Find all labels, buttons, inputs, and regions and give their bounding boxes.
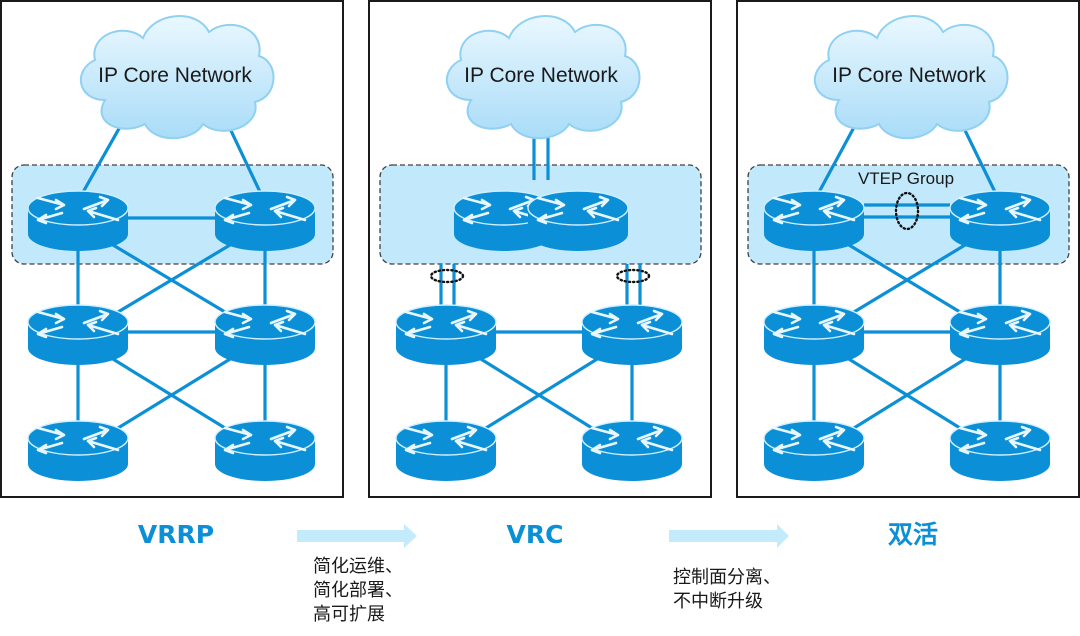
router-icon-mid-left-vrc <box>395 304 497 365</box>
link-cross-3 <box>475 354 593 430</box>
cloud-label-vrrp: IP Core Network <box>98 64 252 87</box>
transition-1-benefit-3: 高可扩展 <box>313 604 385 625</box>
link-bundle-marker-0 <box>429 268 465 284</box>
router-icon-core-right-active-active <box>949 190 1051 251</box>
vtep-bundle-marker <box>894 191 920 231</box>
link-bundle-marker-1 <box>615 268 651 284</box>
transition-2-benefit-1: 控制面分离、 <box>673 567 781 588</box>
router-icon-bottom-right-vrrp <box>214 420 316 481</box>
router-icon-core-right-vrrp <box>214 190 316 251</box>
router-icon-mid-right-vrrp <box>214 304 316 365</box>
cloud-icon-active-active <box>813 15 1009 140</box>
link-cross-3 <box>843 354 961 430</box>
router-icon-mid-left-vrrp <box>27 304 129 365</box>
arrow-right-icon <box>297 524 417 548</box>
router-icon-bottom-left-vrrp <box>27 420 129 481</box>
router-icon-mid-left-active-active <box>763 304 865 365</box>
link-cross-2 <box>853 240 971 314</box>
cloud-label-vrc: IP Core Network <box>464 64 618 87</box>
link-cross-4 <box>485 354 603 430</box>
arrow-right-icon <box>669 524 789 548</box>
link-cross-4 <box>853 354 971 430</box>
vtep-group-label: VTEP Group <box>858 169 954 188</box>
transition-1-benefit-1: 简化运维、 <box>313 556 403 577</box>
router-icon-mid-right-active-active <box>949 304 1051 365</box>
router-icon-bottom-left-active-active <box>763 420 865 481</box>
link-cross-1 <box>107 240 226 314</box>
router-icon-stack-b-vrc <box>527 190 629 251</box>
link-cross-1 <box>843 240 961 314</box>
stage-label-vrc: VRC <box>507 520 564 549</box>
link-cross-2 <box>117 240 236 314</box>
router-icon-bottom-right-active-active <box>949 420 1051 481</box>
cloud-icon-vrrp <box>79 15 275 140</box>
cloud-icon-vrc <box>445 15 641 140</box>
uplink-left <box>816 117 861 195</box>
transition-2-benefit-2: 不中断升级 <box>673 591 763 612</box>
stage-label-vrrp: VRRP <box>138 520 214 549</box>
uplink-left <box>80 117 127 195</box>
router-icon-core-left-active-active <box>763 190 865 251</box>
stage-label-active-active: 双活 <box>888 520 938 549</box>
link-cross-4 <box>117 354 236 430</box>
transition-1-benefit-2: 简化部署、 <box>313 580 403 601</box>
router-icon-core-left-vrrp <box>27 190 129 251</box>
router-icon-mid-right-vrc <box>581 304 683 365</box>
cloud-label-active-active: IP Core Network <box>832 64 986 87</box>
link-cross-3 <box>107 354 226 430</box>
router-icon-bottom-left-vrc <box>395 420 497 481</box>
router-icon-bottom-right-vrc <box>581 420 683 481</box>
